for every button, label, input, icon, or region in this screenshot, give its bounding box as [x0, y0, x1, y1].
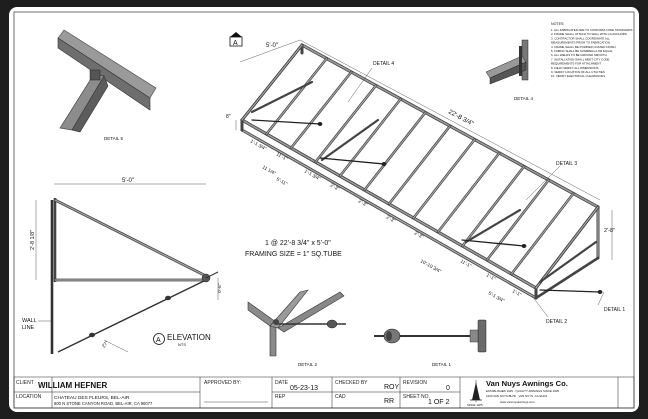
- tb-client: WILLIAM HEFNER: [38, 381, 108, 390]
- dim-width-top: 5'-0": [266, 43, 278, 49]
- company-web: www.vannuysawnings.com: [500, 400, 535, 404]
- bay-dim-9: 1'-1": [511, 289, 523, 299]
- elevation-nts: NTS: [178, 342, 186, 347]
- company-logo: SINCE 1925: [467, 380, 483, 407]
- title-block: [13, 376, 635, 409]
- tb-sheet: 1 OF 2: [428, 399, 450, 406]
- rafter-highlight: [486, 179, 550, 261]
- stack-dim-0: 11 1/4": [261, 165, 277, 178]
- detail5-view: DETAIL 5: [57, 29, 157, 141]
- note-line: REQUIREMENTS FOR ATTACHMENT: [551, 62, 601, 66]
- notes-block: NOTES: 1. ALL FABRICATED ARE TO CONFORM …: [551, 22, 633, 78]
- callout-detail3: DETAIL 3: [556, 161, 577, 167]
- callout-detail2: DETAIL 2: [546, 319, 567, 325]
- stack-dim-2: 10'-10 3/4": [419, 259, 442, 275]
- company-tagline: ESTABLISHED 1925 · QUALITY AWNINGS SINCE…: [486, 389, 559, 393]
- tb-client-label: CLIENT: [16, 380, 34, 386]
- summary-line1: 1 @ 22'-8 3/4" x 5'-0": [265, 240, 331, 247]
- note-line: 7. INSTALLATION SHALL MEET CITY CODE: [551, 57, 610, 61]
- note-line: 6. ALL WELDS TO BE GROUND SMOOTH: [551, 53, 607, 57]
- rafter-highlight: [290, 71, 352, 149]
- elev-dim-width: 5'-0": [122, 178, 134, 184]
- bay-dim-6: 2'-3": [413, 231, 425, 241]
- rafter-highlight: [437, 152, 500, 233]
- note-line: 9. VERIFY LOCATION OF ALL UTILITIES: [551, 70, 605, 74]
- notes-title: NOTES:: [551, 22, 564, 26]
- tb-date: 05-23-13: [290, 385, 318, 392]
- rafter-highlight: [510, 192, 574, 275]
- bay-dim-3: 2'-3": [329, 183, 341, 193]
- rafter-highlight: [461, 165, 525, 247]
- note-line: 4. FRAME SHALL BE POWDER COATED FINISH: [551, 45, 616, 49]
- detail5-label: DETAIL 5: [104, 136, 124, 141]
- note-line: 10. VERIFY ELECTRICAL CLEARANCES: [551, 74, 605, 78]
- wall-label: WALL: [22, 318, 37, 324]
- elevation-view: 5'-0" 2'-8 1/8" 0'-6" 27° WALL LINE A EL…: [22, 178, 223, 354]
- detail1-view-label: DETAIL 1: [432, 362, 452, 367]
- line-label: LINE: [22, 325, 35, 331]
- detail2-view-label: DETAIL 2: [298, 362, 318, 367]
- detail4-view-label: DETAIL 4: [514, 96, 534, 101]
- tb-rep-label: REP: [275, 394, 286, 400]
- main-frame-iso: [240, 43, 603, 300]
- tb-location-2: 600 N STONE CANYON ROAD, BEL-AIR, CA 900…: [54, 401, 153, 406]
- elevation-title: ELEVATION: [167, 333, 211, 342]
- note-line: 3. CONTRACTOR SHALL COORDINATE ALL: [551, 36, 610, 40]
- detail1-view: DETAIL 1: [374, 319, 487, 367]
- bay-dim-8: 1'-1": [485, 273, 497, 283]
- note-line: 8. FIELD VERIFY ALL DIMENSIONS: [551, 66, 598, 70]
- rafter-highlight: [412, 138, 476, 219]
- company-name: Van Nuys Awnings Co.: [486, 379, 568, 388]
- tb-date-label: DATE: [275, 380, 289, 386]
- stack-dim-1: 5'-11": [275, 177, 289, 188]
- tb-revision: 0: [446, 385, 450, 392]
- note-line: 5. FABRIC SHALL BE SUNBRELLA OR EQUAL: [551, 49, 613, 53]
- tb-sheet-label: SHEET NO.: [403, 394, 430, 400]
- tb-cad: RR: [384, 398, 394, 405]
- detail4-view: DETAIL 4: [485, 39, 534, 101]
- section-marker-top: A: [229, 32, 243, 47]
- elev-dim-small: 0'-6": [217, 283, 223, 293]
- stack-dim-3: 5'-1 3/4": [487, 291, 506, 305]
- bay-dim-4: 2'-3": [357, 199, 369, 209]
- rafter-highlight: [241, 44, 303, 121]
- bay-dim-1: 11'-1": [275, 152, 289, 163]
- tb-checked-label: CHECKED BY: [335, 380, 368, 386]
- rafter-highlight: [314, 84, 377, 163]
- bay-dim-7: 11'-1": [459, 259, 473, 270]
- tb-cad-label: CAD: [335, 394, 346, 400]
- rafter-highlight: [339, 98, 402, 177]
- elev-dim-angle: 27°: [101, 340, 110, 349]
- rafter-highlight: [535, 206, 599, 289]
- note-line: 2. FRAME SHALL ATTACH TO WALL WITH (4) A…: [551, 32, 627, 36]
- elev-dim-height: 2'-8 1/8": [30, 230, 36, 250]
- rafter-highlight: [388, 125, 451, 205]
- tb-checked: ROY: [384, 384, 400, 391]
- tb-location-1: CHATEAU DES FLEURS, BEL-AIR: [54, 395, 130, 401]
- company-logo-caption: SINCE 1925: [467, 403, 483, 407]
- dim-height-right: 2'-8": [604, 228, 615, 234]
- tb-approved-label: APPROVED BY:: [204, 380, 241, 386]
- rafter-highlight: [363, 111, 426, 191]
- stack-dimensions: 11 1/4" 5'-11" 10'-10 3/4" 5'-1 3/4": [261, 165, 506, 305]
- company-address: 6160 VAN NUYS BLVD · VAN NUYS, CA 91401: [486, 394, 548, 398]
- callout-detail1: DETAIL 1: [604, 307, 625, 313]
- callout-detail4: DETAIL 4: [373, 61, 394, 67]
- tb-location-label: LOCATION: [16, 394, 42, 400]
- note-line: 1. ALL FABRICATED ARE TO CONFORM CODE ST…: [551, 28, 633, 32]
- tb-revision-label: REVISION: [403, 380, 427, 386]
- detail2-view: DETAIL 2: [247, 289, 346, 367]
- note-line: MEASUREMENTS PRIOR TO FABRICATION: [551, 41, 610, 45]
- main-dimensions: [235, 39, 613, 260]
- dim-left-offset: 8": [226, 114, 231, 120]
- top-marker-letter: A: [233, 40, 238, 47]
- summary-line2: FRAMING SIZE = 1" SQ.TUBE: [245, 251, 342, 258]
- bay-dim-5: 2'-3": [385, 215, 397, 225]
- elevation-marker-letter: A: [156, 337, 161, 344]
- callouts: [347, 67, 605, 318]
